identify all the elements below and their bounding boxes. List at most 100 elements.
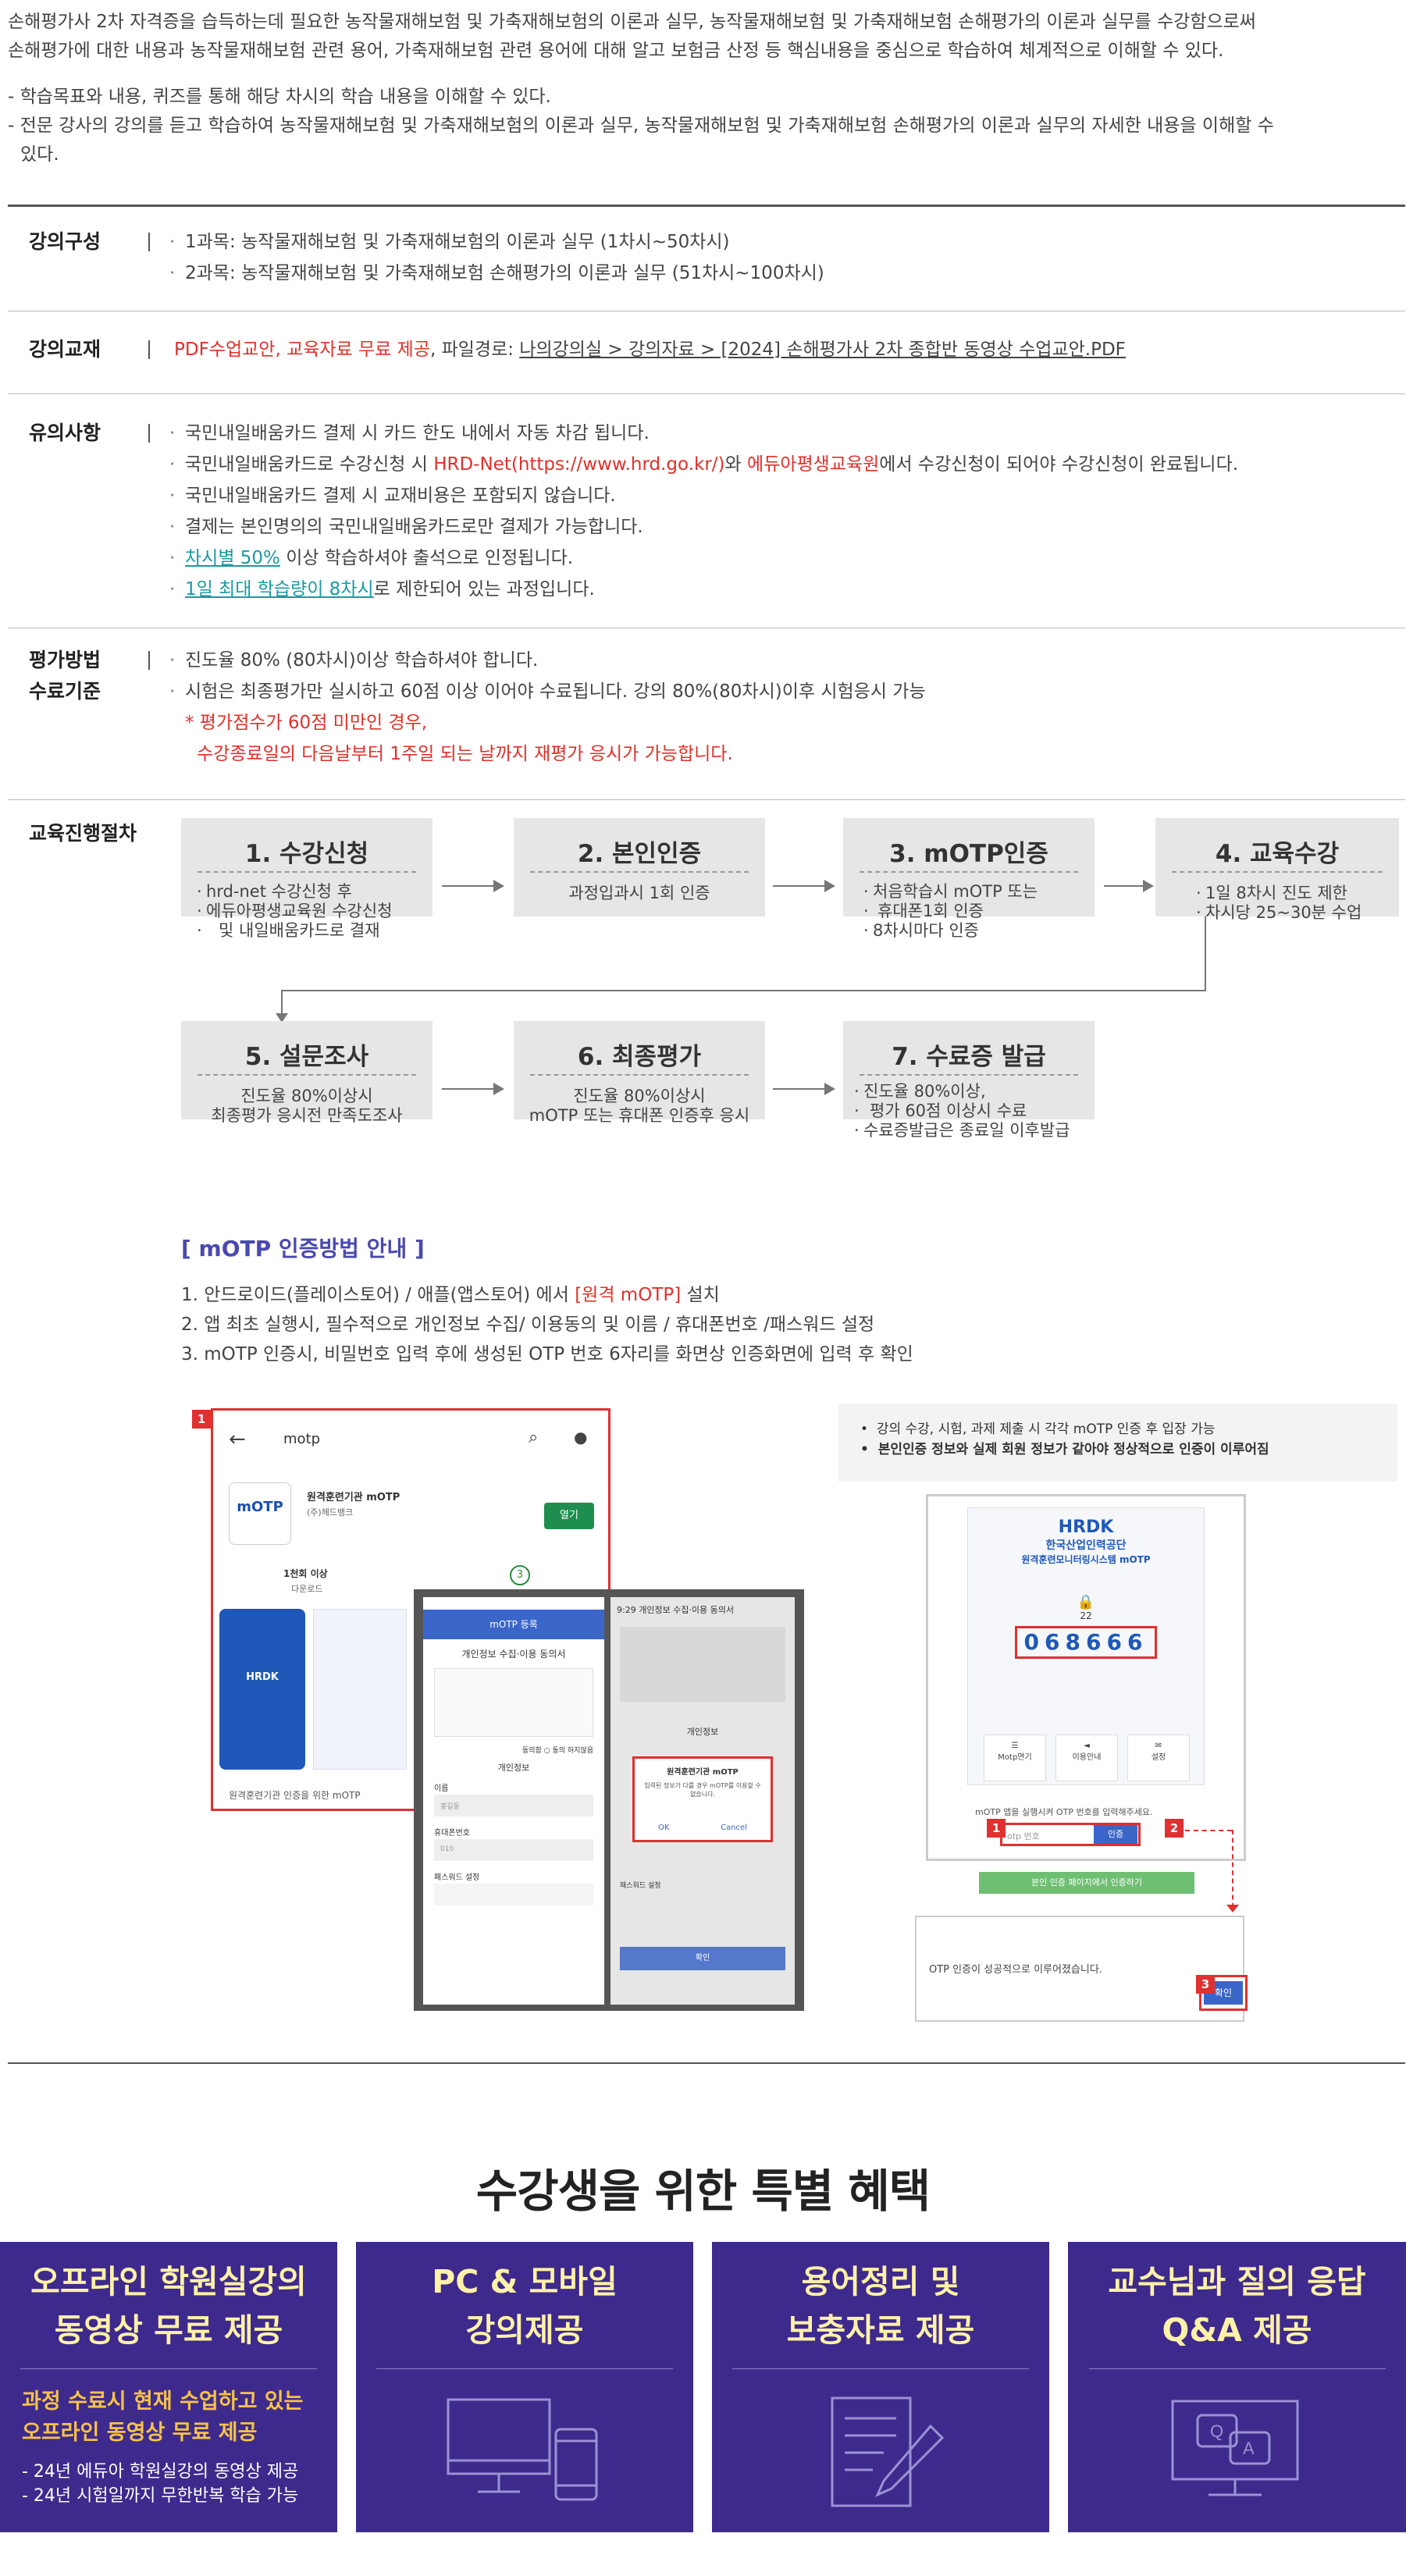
timer: 22 — [1080, 1610, 1092, 1621]
process-step: 1. 수강신청 hrd-net 수강신청 후에듀아평생교육원 수강신청및 내일배… — [181, 818, 432, 941]
step-number-badge: 1 — [192, 1410, 211, 1429]
process-step: 3. mOTP인증 처음학습시 mOTP 또는휴대폰1회 인증8차시마다 인증 — [843, 818, 1095, 941]
step-desc: 진도율 80%이상시 — [240, 1087, 373, 1105]
arrow-down-icon — [276, 1013, 288, 1023]
menu-item[interactable]: ✉설정 — [1127, 1735, 1190, 1781]
divider — [530, 1074, 749, 1076]
note-item: • 본인인증 정보와 실제 회원 정보가 같아야 정상적으로 인증이 이루어짐 — [860, 1439, 1376, 1460]
card-title: PC & 모바일 — [432, 2263, 618, 2300]
card-highlight: 오프라인 동영상 무료 제공 — [22, 2421, 258, 2445]
warning-note: 수강종료일의 다음날부터 1주일 되는 날까지 재평가 응시가 가능합니다. — [197, 744, 733, 764]
hrdk-logo: HRDK — [1058, 1517, 1114, 1537]
field-label: 이름 — [434, 1784, 449, 1793]
auth-button[interactable]: 인증 — [1094, 1825, 1137, 1844]
menu-item[interactable]: ☰Motp연기 — [984, 1735, 1046, 1781]
otp-code: 068666 — [1015, 1626, 1157, 1659]
process-step: 7. 수료증 발급 진도율 80%이상,평가 60점 이상시 수료수료증발급은 … — [843, 1021, 1095, 1140]
consent-radio[interactable]: 동의함 ○ 동의 하지않음 — [522, 1747, 593, 1755]
material-highlight: PDF수업교안, 교육자료 무료 제공 — [174, 340, 430, 360]
text: 에서 수강신청이 되어야 수강신청이 완료됩니다. — [879, 454, 1239, 475]
info-heading: 개인정보 — [686, 1727, 719, 1737]
connector-line — [1205, 916, 1206, 991]
process-step: 2. 본인인증 과정입과시 1회 인증 — [514, 818, 765, 916]
arrow-icon — [773, 1083, 835, 1095]
confirm-button[interactable]: 확인 — [620, 1947, 785, 1970]
arrow-icon — [442, 1083, 504, 1095]
arrow-icon — [1104, 880, 1154, 892]
step-number-badge: 1 — [987, 1819, 1006, 1838]
step-line: 휴대폰1회 인증 — [863, 902, 1095, 921]
note-item: • 강의 수강, 시험, 과제 제출 시 각각 mOTP 인증 후 입장 가능 — [860, 1419, 1376, 1439]
card-detail: - 24년 시험일까지 무한반복 학습 가능 — [22, 2486, 299, 2506]
step-desc: 최종평가 응시전 만족도조사 — [211, 1106, 403, 1125]
motp-guide-title: [ mOTP 인증방법 안내 ] — [181, 1236, 425, 1261]
card-detail: - 24년 에듀아 학원실강의 동영상 제공 — [22, 2462, 299, 2482]
section-label: 수료기준 — [29, 680, 101, 703]
search-query: motp — [283, 1431, 321, 1447]
connector-line — [1185, 1830, 1232, 1831]
org-name: 한국산업인력공단 — [1045, 1539, 1127, 1552]
step-title: 3. mOTP인증 — [889, 840, 1048, 868]
back-arrow-icon: ← — [229, 1428, 246, 1451]
speaker-icon: ◄ — [1084, 1742, 1090, 1750]
caption: 원격훈련기관 인증을 위한 mOTP — [229, 1790, 361, 1801]
highlight: 1일 최대 학습량이 8차시 — [185, 579, 374, 600]
consent-title: 개인정보 수집·이용 동의서 — [461, 1649, 566, 1660]
verify-page-button[interactable]: 본인 인증 페이지에서 인증하기 — [979, 1872, 1194, 1894]
radio-label: 동의 하지않음 — [552, 1747, 593, 1755]
divider — [1088, 2368, 1386, 2369]
screen-header: 9:29 개인정보 수집·이용 동의서 — [610, 1597, 795, 1622]
edua-link[interactable]: 에듀아평생교육원 — [747, 454, 880, 475]
popup-cancel-button[interactable]: Cancel — [721, 1823, 747, 1832]
section-label: 강의구성 — [29, 230, 101, 253]
popup-ok-button[interactable]: OK — [658, 1823, 670, 1832]
step-line: 평가 60점 이상시 수료 — [854, 1101, 1095, 1121]
intro-line: 손해평가사 2차 자격증을 습득하는데 필요한 농작물재해보험 및 가축재해보험… — [8, 12, 1256, 32]
step-desc: 과정입과시 1회 인증 — [568, 884, 710, 902]
list-item: 1과목: 농작물재해보험 및 가축재해보험의 이론과 실무 (1차시~50차시) — [168, 226, 824, 258]
text: 설치 — [681, 1285, 720, 1305]
text: 로 제한되어 있는 과정입니다. — [373, 579, 595, 600]
app-icon: mOTP — [229, 1482, 291, 1545]
name-field[interactable]: 홍길동 — [434, 1795, 593, 1816]
bullet-icon: • — [860, 1421, 877, 1437]
rating-badge: 3 — [510, 1565, 530, 1585]
system-name: mOTP — [1119, 1554, 1151, 1565]
hrd-net-link[interactable]: HRD-Net(https://www.hrd.go.kr/) — [433, 454, 725, 475]
step-number-badge: 3 — [1196, 1975, 1215, 1994]
text: 국민내일배움카드로 수강신청 시 — [185, 454, 434, 475]
file-path-link[interactable]: 나의강의실 > 강의자료 > [2024] 손해평가사 2차 종합반 동영상 수… — [519, 340, 1126, 360]
divider — [8, 2062, 1405, 2064]
bullet-icon: • — [860, 1442, 878, 1457]
step-line: 처음학습시 mOTP 또는 — [863, 882, 1095, 902]
card-title: 강의제공 — [465, 2311, 584, 2349]
menu-label: 설정 — [1151, 1753, 1166, 1762]
search-icon: ⌕ — [529, 1428, 539, 1447]
mic-icon: ● — [574, 1428, 588, 1446]
consent-box — [434, 1668, 593, 1737]
otp-prompt: mOTP 앱을 실행시켜 OTP 번호를 입력해주세요. — [975, 1807, 1153, 1817]
pc-mobile-icon — [447, 2398, 598, 2501]
benefits-title: 수강생을 위한 특별 혜택 — [475, 2165, 931, 2218]
step-title: 5. 설문조사 — [244, 1043, 369, 1071]
divider — [148, 651, 150, 670]
note-text: 본인인증 정보와 실제 회원 정보가 같아야 정상적으로 인증이 이루어짐 — [877, 1442, 1269, 1457]
divider — [1172, 871, 1383, 873]
step-title: 1. 수강신청 — [244, 840, 369, 868]
popup-title: 원격훈련기관 mOTP — [667, 1768, 739, 1777]
step-line: 및 내일배움카드로 결재 — [197, 921, 432, 941]
divider — [148, 233, 150, 251]
app-screenshot: HRDK — [219, 1609, 305, 1770]
password-field[interactable] — [434, 1884, 593, 1905]
document-pen-icon — [831, 2396, 945, 2507]
qa-monitor-icon: Q A — [1171, 2400, 1299, 2496]
open-button[interactable]: 열기 — [544, 1503, 594, 1529]
hrdk-screen: HRDK 한국산업인력공단 원격훈련모니터링시스템 mOTP 🔒 22 0686… — [926, 1494, 1246, 1861]
step-title: 2. 본인인증 — [577, 840, 702, 868]
phone-field[interactable]: 010 — [434, 1839, 593, 1861]
connector-line — [1232, 1830, 1233, 1908]
divider — [376, 2368, 673, 2369]
menu-item[interactable]: ◄이용안내 — [1055, 1735, 1118, 1781]
warning-note: * 평가점수가 60점 미만인 경우, — [185, 713, 428, 733]
